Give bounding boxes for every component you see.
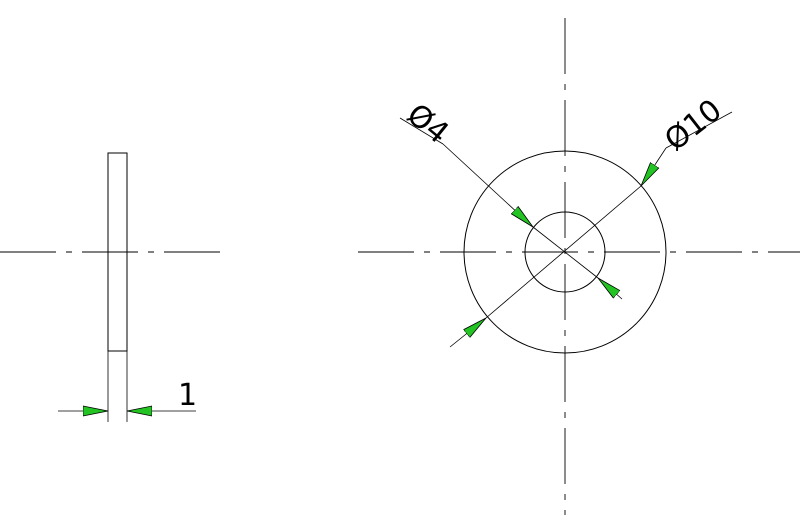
outer-diameter-leader-through (485, 185, 642, 319)
inner-diameter-leader-through (532, 226, 599, 279)
outer-diameter-leader (641, 147, 667, 186)
inner-hole-circle (524, 211, 606, 293)
inner-diameter-leader-far (598, 278, 623, 300)
outer-circle (463, 150, 667, 354)
inner-diameter-leader (442, 143, 533, 227)
front-view: Ø4 Ø10 (358, 18, 800, 515)
washer-side-profile (107, 152, 128, 352)
inner-diameter-leader-ext (399, 117, 444, 145)
outer-diameter-leader-far (449, 318, 486, 348)
inner-diameter-label: Ø4 (400, 97, 455, 151)
thickness-dimension-label: 1 (178, 378, 197, 413)
side-view: 1 (0, 152, 222, 422)
outer-diameter-label: Ø10 (658, 93, 728, 159)
outer-diameter-leader-ext (665, 111, 733, 149)
